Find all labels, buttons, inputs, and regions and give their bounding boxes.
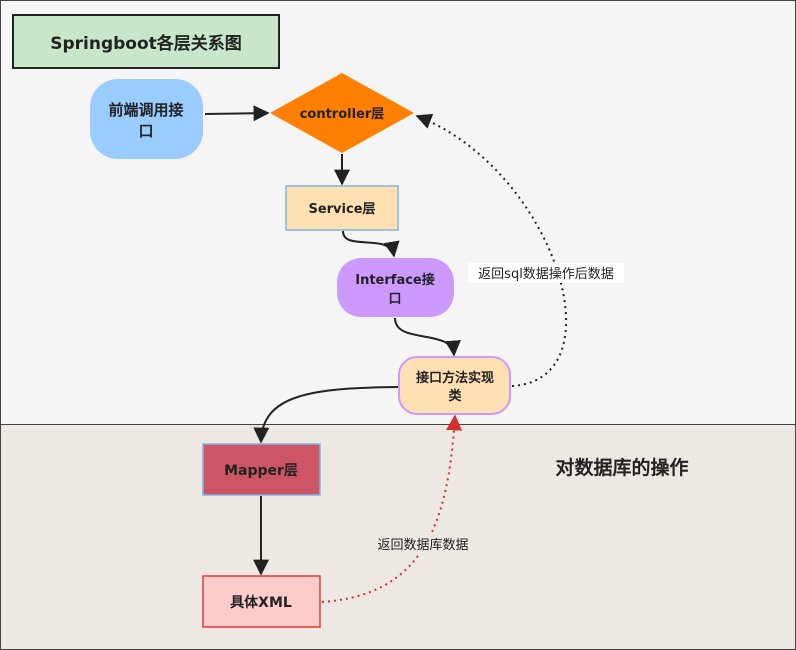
title-box <box>12 14 280 69</box>
title-text: Springboot各层关系图 <box>50 33 242 54</box>
interface-label-line1: Interface接 <box>355 272 435 288</box>
service-label: Service层 <box>308 202 375 217</box>
xml-label: 具体XML <box>229 594 292 611</box>
arrow-service-to-interface <box>342 230 400 258</box>
impl-label-line1: 接口方法实现 <box>416 370 494 386</box>
frontend-label-line2: 口 <box>138 122 153 140</box>
db-region-label: 对数据库的操作 <box>555 456 688 479</box>
mapper-node <box>202 443 321 496</box>
controller-label: controller层 <box>300 107 385 122</box>
mapper-label: Mapper层 <box>224 463 298 479</box>
interface-label-line2: 口 <box>388 292 401 307</box>
xml-node <box>202 575 321 628</box>
frontend-node <box>90 79 203 159</box>
arrow-impl-to-controller-return <box>415 113 567 387</box>
arrow-interface-to-impl <box>394 317 461 357</box>
interface-node <box>337 258 454 317</box>
arrow-frontend-to-controller <box>204 105 270 122</box>
controller-node <box>270 73 414 153</box>
service-node <box>285 185 399 231</box>
impl-label-line2: 类 <box>448 388 462 404</box>
arrow-impl-to-mapper <box>253 386 399 444</box>
impl-node <box>398 356 511 415</box>
return-db-label-bg <box>370 534 476 554</box>
return-sql-label-bg <box>468 263 624 283</box>
frontend-label-line1: 前端调用接 <box>108 101 183 119</box>
return-db-label: 返回数据库数据 <box>377 537 468 553</box>
return-sql-label: 返回sql数据操作后数据 <box>478 266 614 282</box>
